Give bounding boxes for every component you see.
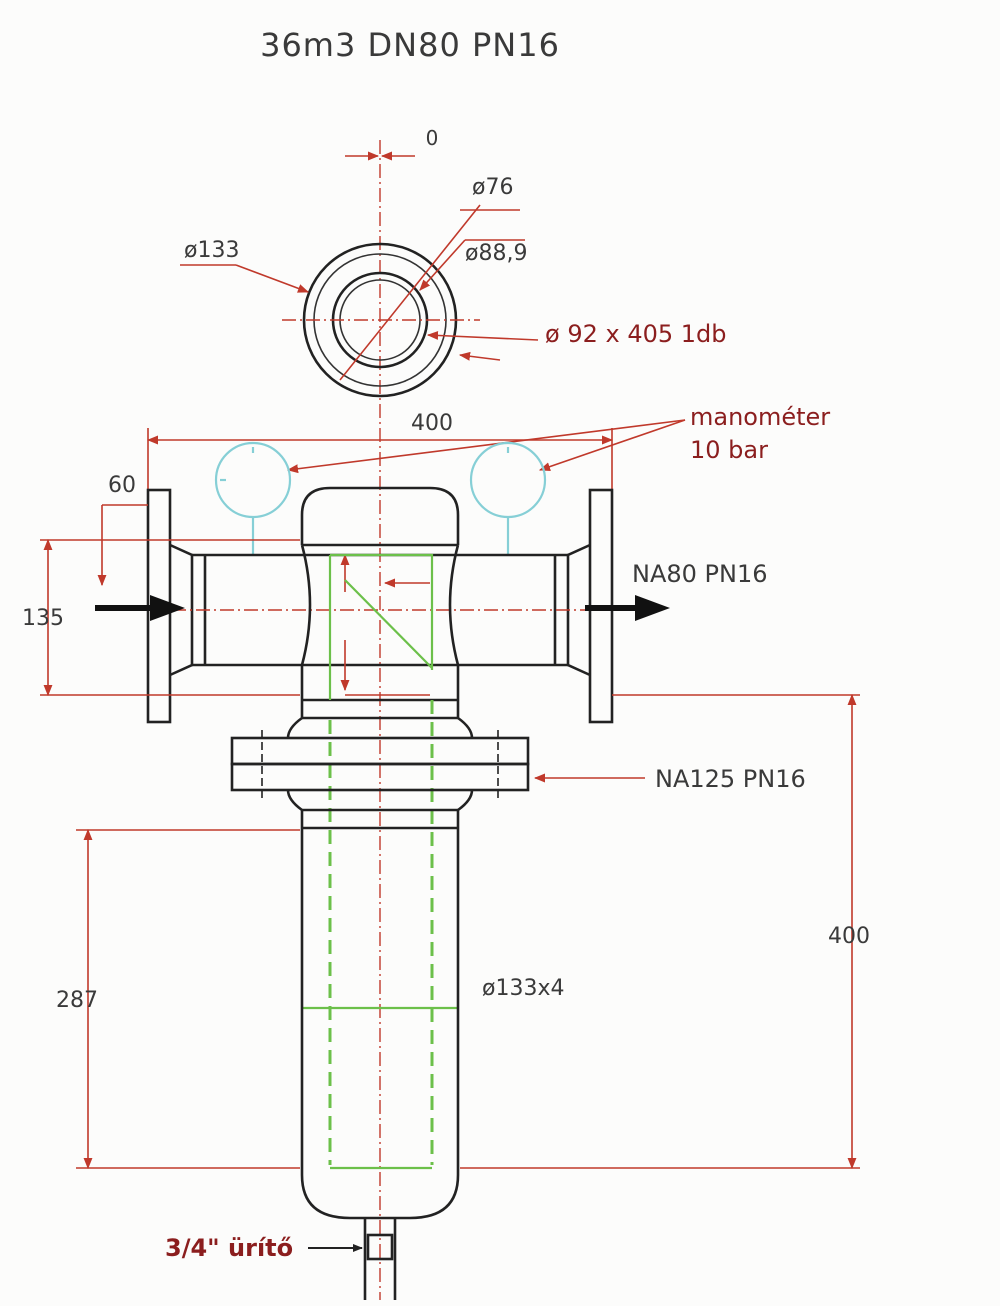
label-d133-top: ø133 — [184, 238, 239, 263]
label-d76: ø76 — [472, 175, 513, 200]
internal-dims — [340, 553, 430, 696]
dim-135 — [40, 538, 300, 697]
label-zero: 0 — [426, 126, 439, 150]
label-135: 135 — [22, 606, 64, 631]
top-view — [180, 151, 539, 398]
outlet-arrow — [585, 595, 670, 621]
housing-head — [286, 486, 474, 739]
label-d88: ø88,9 — [465, 241, 527, 266]
dim-287 — [76, 828, 300, 1170]
label-width-400: 400 — [411, 411, 453, 436]
inlet-arrow — [95, 595, 185, 621]
label-flange: NA125 PN16 — [655, 765, 806, 793]
filter-element — [302, 553, 458, 1170]
housing-body — [300, 810, 460, 1220]
label-manometer: manométer — [690, 403, 830, 431]
label-60: 60 — [108, 473, 136, 498]
label-height-400: 400 — [828, 924, 870, 949]
drawing-title: 36m3 DN80 PN16 — [260, 26, 560, 64]
label-287: 287 — [56, 988, 98, 1013]
manometer-right — [469, 441, 547, 555]
label-outlet: NA80 PN16 — [632, 560, 768, 588]
width-dimension — [146, 428, 614, 490]
drain-valve — [363, 1218, 397, 1300]
label-manometer-bar: 10 bar — [690, 436, 768, 464]
manometer-left — [214, 441, 292, 555]
main-flange — [230, 730, 530, 830]
dim-60 — [97, 504, 148, 587]
label-spec: ø 92 x 405 1db — [545, 320, 727, 348]
label-drain: 3/4" ürítő — [165, 1234, 293, 1262]
dim-height-400 — [460, 693, 860, 1170]
label-pipe: ø133x4 — [482, 976, 564, 1001]
